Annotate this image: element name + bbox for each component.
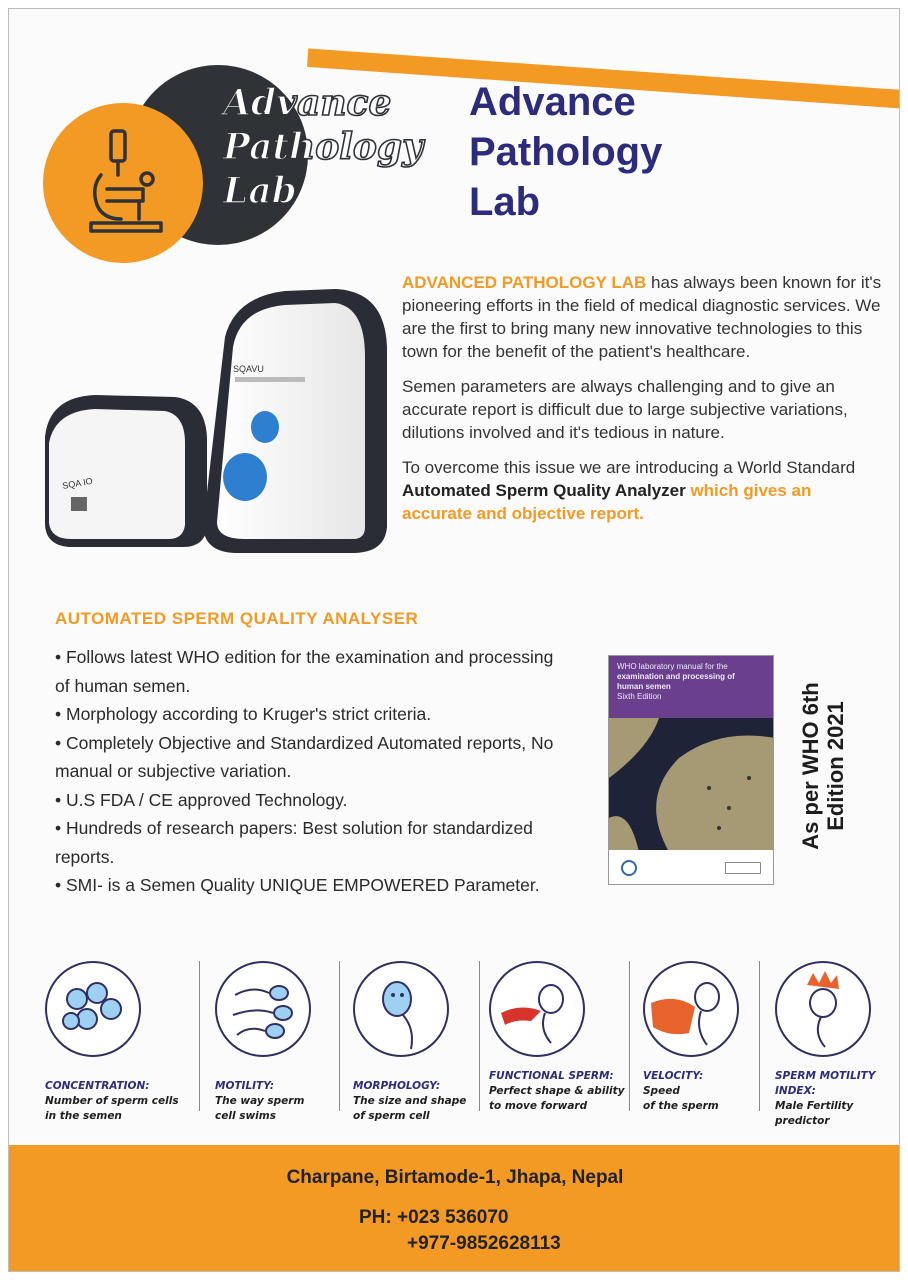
feature-bullet-item: • Hundreds of research papers: Best solu… (55, 818, 533, 867)
title-line-1: Advance (469, 80, 636, 124)
page-title: Advance Pathology Lab (469, 77, 662, 227)
icon-separator (759, 961, 760, 1111)
address-text: Charpane, Birtamode-1, Jhapa, Nepal (286, 1167, 624, 1188)
feature-bullet-item: • Morphology according to Kruger's stric… (55, 704, 432, 724)
sperm-motility-index-label: SPERM MOTILITY INDEX: Male Fertility pre… (775, 1069, 875, 1129)
icon-separator (339, 961, 340, 1111)
motility-desc-1: The way sperm (215, 1095, 305, 1107)
logo-line-3: Lab (222, 169, 297, 213)
icon-separator (479, 961, 480, 1111)
who-edition-note: As per WHO 6th Edition 2021 (798, 661, 848, 871)
motility-desc-2: cell swims (215, 1110, 276, 1122)
who-manual-title: WHO laboratory manual for the examinatio… (609, 656, 773, 718)
smi-title: SPERM MOTILITY (775, 1070, 876, 1082)
functional-sperm-icon (489, 961, 585, 1057)
phone-1: PH: +023 536070 (359, 1207, 509, 1228)
logo-line-2: Pathology (222, 125, 424, 169)
velocity-label: VELOCITY: Speed of the sperm (643, 1069, 719, 1114)
functional-sperm-label: FUNCTIONAL SPERM: Perfect shape & abilit… (489, 1069, 624, 1114)
intro-p3-start: To overcome this issue we are introducin… (402, 458, 856, 477)
flyer-page: Advance Pathology Lab Advance Pathology … (8, 8, 900, 1272)
parameter-velocity: VELOCITY: Speed of the sperm (637, 953, 777, 1143)
feature-bullet-item: • SMI- is a Semen Quality UNIQUE EMPOWER… (55, 875, 540, 895)
intro-p1-text: has always been known for it's pioneerin… (402, 273, 882, 361)
intro-p3-claim: which gives an accurate and objective re… (402, 481, 812, 523)
section-title: AUTOMATED SPERM QUALITY ANALYSER (55, 609, 419, 628)
parameter-sperm-motility-index: SPERM MOTILITY INDEX: Male Fertility pre… (769, 953, 899, 1143)
motility-title: MOTILITY: (215, 1080, 275, 1092)
intro-p3-product: Automated Sperm Quality Analyzer (402, 481, 686, 500)
functional-sperm-desc-1: Perfect shape & ability (489, 1085, 625, 1097)
logo-wordmark: Advance Pathology Lab (222, 81, 424, 213)
intro-paragraph-3: To overcome this issue we are introducin… (402, 456, 882, 525)
parameter-functional-sperm: FUNCTIONAL SPERM: Perfect shape & abilit… (483, 953, 624, 1143)
who-manual-footer (609, 850, 773, 884)
book-line-4: Sixth Edition (617, 692, 662, 701)
logo-line-1: Advance (222, 81, 392, 125)
parameter-icons-row: CONCENTRATION: Number of sperm cells in … (39, 953, 889, 1143)
microscope-icon (89, 129, 163, 233)
intro-lab-name: ADVANCED PATHOLOGY LAB (402, 273, 647, 292)
lab-logo: Advance Pathology Lab (33, 65, 453, 265)
contact-footer: Charpane, Birtamode-1, Jhapa, Nepal PH: … (9, 1145, 899, 1271)
morphology-desc-1: The size and shape (353, 1095, 467, 1107)
feature-bullet-item: • U.S FDA / CE approved Technology. (55, 789, 348, 810)
functional-sperm-desc-2: to move forward (489, 1100, 588, 1112)
who-logo-icon (621, 860, 637, 876)
book-line-2: examination and processing of (617, 672, 735, 681)
intro-text: ADVANCED PATHOLOGY LAB has always been k… (402, 271, 882, 537)
publisher-logo-icon (725, 862, 761, 874)
morphology-title: MORPHOLOGY: (353, 1080, 441, 1092)
feature-bullet-item: • Completely Objective and Standardized … (55, 732, 554, 782)
intro-paragraph-1: ADVANCED PATHOLOGY LAB has always been k… (402, 271, 882, 363)
who-note-line-2: Edition 2021 (823, 701, 848, 831)
microscopy-image (609, 718, 773, 852)
parameter-concentration: CONCENTRATION: Number of sperm cells in … (39, 953, 179, 1143)
parameter-morphology: MORPHOLOGY: The size and shape of sperm … (347, 953, 487, 1143)
velocity-desc-1: Speed (643, 1085, 680, 1097)
morphology-icon (353, 961, 449, 1057)
book-line-3: human semen (617, 682, 671, 691)
concentration-desc-2: in the semen (45, 1110, 122, 1122)
concentration-desc-1: Number of sperm cells (45, 1095, 179, 1107)
motility-label: MOTILITY: The way sperm cell swims (215, 1079, 304, 1124)
phone-numbers: PH: +023 536070 +977-9852628113 (359, 1205, 561, 1257)
title-line-3: Lab (469, 180, 541, 224)
sperm-analyzer-device-image: SQAVU SQA IO (45, 289, 387, 553)
velocity-title: VELOCITY: (643, 1070, 704, 1082)
morphology-label: MORPHOLOGY: The size and shape of sperm … (353, 1079, 466, 1124)
icon-separator (199, 961, 200, 1111)
title-line-2: Pathology (469, 130, 663, 174)
velocity-icon (643, 961, 739, 1057)
book-line-1: WHO laboratory manual for the (617, 662, 728, 671)
smi-desc-2: predictor (775, 1115, 830, 1127)
smi-title-2: INDEX: (775, 1085, 816, 1097)
smi-desc-1: Male Fertility (775, 1100, 854, 1112)
who-manual-cover: WHO laboratory manual for the examinatio… (608, 655, 774, 885)
morphology-desc-2: of sperm cell (353, 1110, 430, 1122)
parameter-motility: MOTILITY: The way sperm cell swims (209, 953, 349, 1143)
motility-icon (215, 961, 311, 1057)
concentration-title: CONCENTRATION: (45, 1080, 150, 1092)
device-label-tall: SQAVU (233, 364, 264, 374)
phone-2: +977-9852628113 (407, 1233, 561, 1254)
functional-sperm-title: FUNCTIONAL SPERM: (489, 1070, 614, 1082)
who-note-line-1: As per WHO 6th (798, 682, 823, 850)
concentration-icon (45, 961, 141, 1057)
concentration-label: CONCENTRATION: Number of sperm cells in … (45, 1079, 179, 1124)
feature-bullet-list: • Follows latest WHO edition for the exa… (55, 643, 555, 900)
icon-separator (629, 961, 630, 1111)
sperm-motility-index-icon (775, 961, 871, 1057)
intro-paragraph-2: Semen parameters are always challenging … (402, 377, 848, 442)
feature-bullet-item: • Follows latest WHO edition for the exa… (55, 647, 554, 696)
velocity-desc-2: of the sperm (643, 1100, 719, 1112)
